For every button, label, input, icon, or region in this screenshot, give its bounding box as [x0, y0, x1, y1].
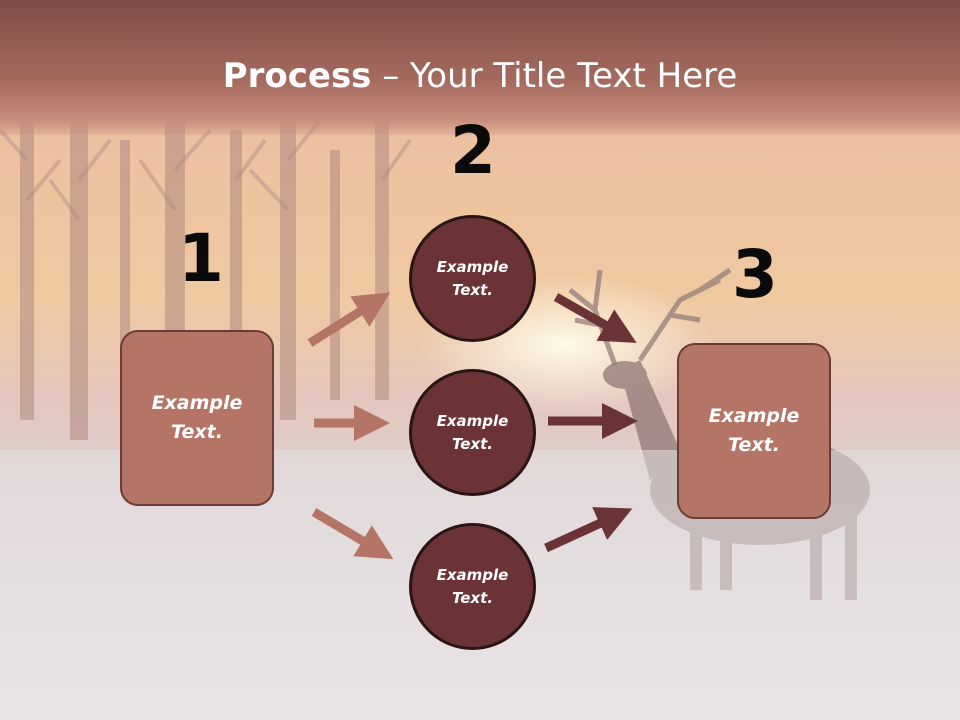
step-1-box: Example Text.: [120, 330, 274, 506]
circle-1-text-line1: Example: [436, 257, 509, 276]
arrow-circle3-to-box3: [544, 507, 633, 553]
step-3-text-line2: Text.: [728, 434, 780, 456]
step-3-box: Example Text.: [677, 343, 831, 519]
arrow-circle1-to-box3: [553, 293, 637, 343]
step-number-2: 2: [450, 112, 496, 189]
arrow-box1-to-circle3: [311, 508, 394, 560]
circle-2-text-line1: Example: [436, 411, 509, 430]
circle-2-text-line2: Text.: [451, 434, 493, 453]
circle-2: Example Text.: [409, 369, 536, 496]
circle-3-text-line2: Text.: [451, 588, 493, 607]
circle-1-text-line2: Text.: [451, 280, 493, 299]
circle-3-text-line1: Example: [436, 565, 509, 584]
step-3-text-line1: Example: [708, 405, 800, 427]
step-number-3: 3: [732, 236, 778, 313]
title-bold: Process: [222, 56, 372, 96]
title-band: [0, 0, 960, 135]
step-number-1: 1: [178, 220, 224, 297]
circle-3: Example Text.: [409, 523, 536, 650]
circle-1: Example Text.: [409, 215, 536, 342]
title-rest: – Your Title Text Here: [371, 56, 738, 96]
slide-title: Process – Your Title Text Here: [0, 56, 960, 96]
step-1-text-line2: Text.: [171, 421, 223, 443]
arrow-box1-to-circle1: [307, 292, 391, 347]
step-1-text-line1: Example: [151, 392, 243, 414]
